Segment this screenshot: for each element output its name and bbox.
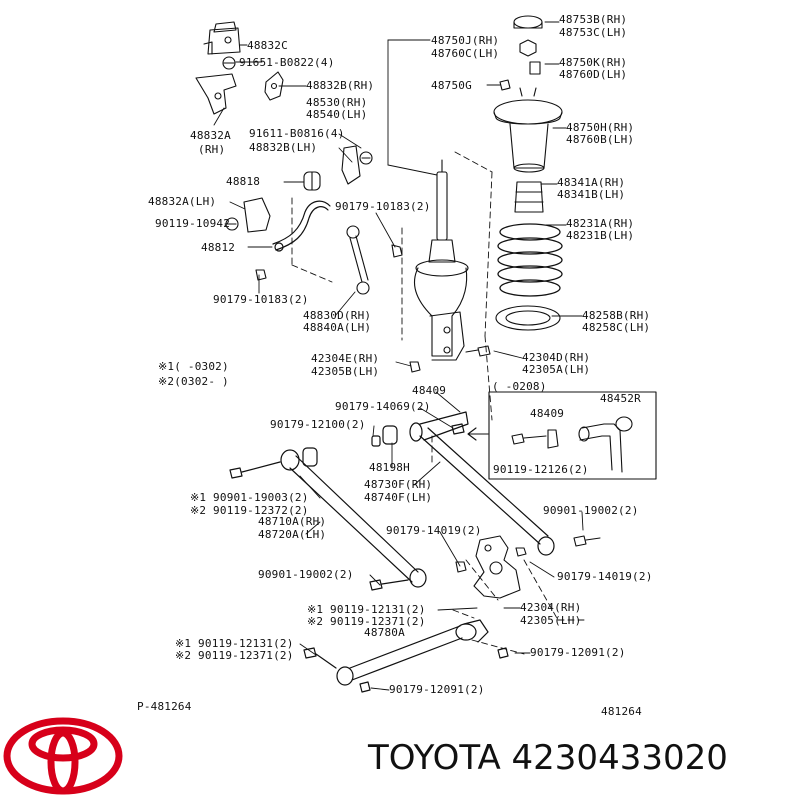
bracket-48832a-lh — [225, 197, 271, 233]
lower-arm-48730f — [371, 411, 555, 556]
callout-91611: 91611-B0816(4) — [249, 127, 345, 140]
callout-48341B: 48341B(LH) — [557, 188, 626, 201]
callout-90119-10942: 90119-10942 — [155, 217, 231, 230]
callout-48832BLH: 48832B(LH) — [249, 141, 318, 154]
callout-48832BRH: 48832B(RH) — [306, 79, 375, 92]
bracket-48832c — [203, 21, 241, 70]
callout-90119-12371b: ※2 90119-12371(2) — [175, 649, 294, 662]
callout-90119-12372: ※2 90119-12372(2) — [190, 504, 309, 517]
callout-42305B: 42305B(LH) — [311, 365, 380, 378]
dashed-outline — [291, 151, 586, 655]
coil-spring-48231a — [497, 223, 563, 297]
callout-boxnote: ( -0208) — [492, 380, 547, 393]
callout-48231B: 48231B(LH) — [566, 229, 635, 242]
callout-48760C: 48760C(LH) — [431, 47, 500, 60]
callout-48198H: 48198H — [369, 461, 410, 474]
callout-48530: 48530(RH) — [306, 96, 368, 109]
bracket-48832a-rh — [195, 73, 237, 115]
callout-48830D: 48830D(RH) — [303, 309, 372, 322]
callout-90901-19002b: 90901-19002(2) — [258, 568, 354, 581]
callout-90179-12091b: 90179-12091(2) — [389, 683, 485, 696]
callout-48832ARHsub: (RH) — [198, 143, 226, 156]
callout-90119-12131a: ※1 90119-12131(2) — [307, 603, 426, 616]
callout-48753B: 48753B(RH) — [559, 13, 628, 26]
callout-90179-10183b: 90179-10183(2) — [213, 293, 309, 306]
callout-90119-12131b: ※1 90119-12131(2) — [175, 637, 294, 650]
callout-90179-14019b: 90179-14019(2) — [557, 570, 653, 583]
callout-90179-14069: 90179-14069(2) — [335, 400, 431, 413]
leader-lines — [213, 21, 584, 691]
spring-insulator-48258b — [495, 305, 561, 331]
knuckle-42304 — [455, 535, 601, 599]
callout-48840A: 48840A(LH) — [303, 321, 372, 334]
stabilizer-bar-48812 — [272, 200, 331, 252]
callout-90179-12100: 90179-12100(2) — [270, 418, 366, 431]
callout-48753C: 48753C(LH) — [559, 26, 628, 39]
callout-48740F: 48740F(LH) — [364, 491, 433, 504]
callout-42304D: 42304D(RH) — [522, 351, 591, 364]
callout-48760B: 48760B(LH) — [566, 133, 635, 146]
callout-48750H: 48750H(RH) — [566, 121, 635, 134]
strut-rod-48780a — [303, 619, 509, 693]
callout-48231A: 48231A(RH) — [566, 217, 635, 230]
callout-90179-12091a: 90179-12091(2) — [530, 646, 626, 659]
callout-48720A: 48720A(LH) — [258, 528, 327, 541]
callout-P481264: P-481264 — [137, 700, 192, 713]
callout-42305A: 42305A(LH) — [522, 363, 591, 376]
inset-box — [467, 391, 657, 480]
bump-stopper-48341a — [514, 181, 544, 213]
callout-48832ALH: 48832A(LH) — [148, 195, 217, 208]
callout-90119-12371a: ※2 90119-12371(2) — [307, 615, 426, 628]
callout-91651: 91651-B0822(4) — [239, 56, 335, 69]
callout-note1: ※1( -0302) — [158, 360, 229, 373]
callout-48409a: 48409 — [412, 384, 447, 397]
callout-48409b: 48409 — [530, 407, 565, 420]
part-number-caption: TOYOTA 4230433020 — [368, 738, 728, 778]
callout-48760D: 48760D(LH) — [559, 68, 628, 81]
callout-90901-19003: ※1 90901-19003(2) — [190, 491, 309, 504]
callout-42304E: 42304E(RH) — [311, 352, 380, 365]
callout-48812: 48812 — [201, 241, 236, 254]
callout-48258B: 48258B(RH) — [582, 309, 651, 322]
callout-48730F: 48730F(RH) — [364, 478, 433, 491]
callout-48710A: 48710A(RH) — [258, 515, 327, 528]
strut-48530 — [414, 159, 469, 361]
callout-481264: 481264 — [601, 705, 642, 718]
callout-48750G: 48750G — [431, 79, 472, 92]
lower-arm-48710a — [229, 447, 427, 591]
strut-bolts — [409, 345, 491, 373]
bracket-48832b-lh — [341, 145, 373, 185]
callout-42304: 42304(RH) — [520, 601, 582, 614]
callout-48832ARH: 48832A — [190, 129, 231, 142]
callout-48750K: 48750K(RH) — [559, 56, 628, 69]
callout-48540: 48540(LH) — [306, 108, 368, 121]
bracket-48832b-rh — [264, 71, 284, 101]
toyota-logo-icon — [3, 717, 123, 795]
callout-48818: 48818 — [226, 175, 261, 188]
callout-90179-14019a: 90179-14019(2) — [386, 524, 482, 537]
callout-note2: ※2(0302- ) — [158, 375, 229, 388]
callout-48258C: 48258C(LH) — [582, 321, 651, 334]
link-48830d — [255, 225, 403, 295]
callout-48341A: 48341A(RH) — [557, 176, 626, 189]
callout-42305: 42305(LH) — [520, 614, 582, 627]
callout-48750J: 48750J(RH) — [431, 34, 500, 47]
upper-mount-48750h — [493, 15, 563, 173]
callout-48452R: 48452R — [600, 392, 641, 405]
bushing-48818 — [303, 171, 321, 191]
callout-90901-19002a: 90901-19002(2) — [543, 504, 639, 517]
callout-48832C: 48832C — [247, 39, 288, 52]
callout-48780A: 48780A — [364, 626, 405, 639]
callout-90179-10183a: 90179-10183(2) — [335, 200, 431, 213]
callout-90119-12126: 90119-12126(2) — [493, 463, 589, 476]
